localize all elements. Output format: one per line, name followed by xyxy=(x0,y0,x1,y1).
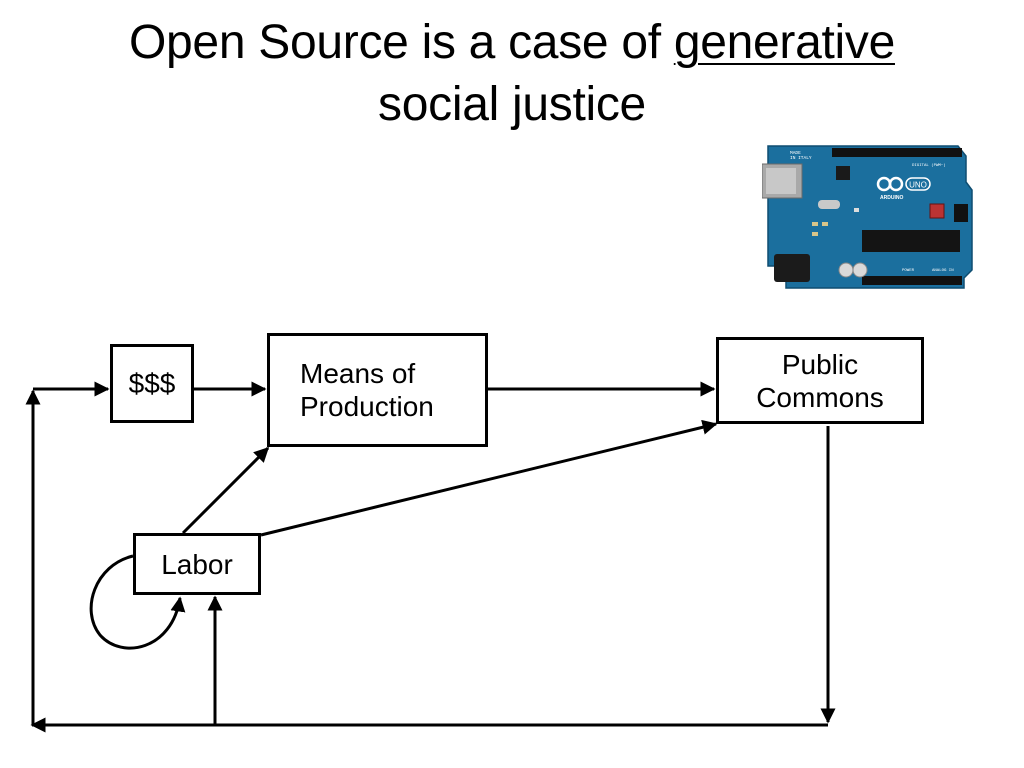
slide-title: Open Source is a case of generative soci… xyxy=(0,12,1024,136)
title-text: Open Source is a case of xyxy=(129,16,674,69)
board-analog-label: ANALOG IN xyxy=(932,269,954,273)
node-money-label: $$$ xyxy=(128,368,176,399)
board-brand-label: ARDUINO xyxy=(880,195,903,201)
node-labor: Labor xyxy=(133,533,261,595)
board-model-label: UNO xyxy=(909,181,927,190)
node-commons-label: Public Commons xyxy=(756,348,884,413)
title-emphasis: generative xyxy=(673,16,895,69)
board-digital-label: DIGITAL (PWM~) xyxy=(912,163,946,168)
board-made-label-2: IN ITALY xyxy=(790,155,812,161)
arrow-labor-to-commons xyxy=(260,419,718,537)
title-text-line2: social justice xyxy=(378,78,646,131)
board-power-label: POWER xyxy=(902,269,915,273)
board-made-label: MADE xyxy=(790,150,801,156)
node-money: $$$ xyxy=(110,344,194,423)
node-means-label: Means of Production xyxy=(300,358,434,422)
node-labor-label: Labor xyxy=(161,548,233,580)
arrow-labor-self-loop xyxy=(89,554,186,650)
node-public-commons: Public Commons xyxy=(716,337,924,424)
arrow-labor-to-means xyxy=(181,446,270,535)
arduino-board-image: UNO ARDUINO MADE IN ITALY DIGITAL (PWM~)… xyxy=(762,145,973,289)
node-means-of-production: Means of Production xyxy=(267,333,488,447)
